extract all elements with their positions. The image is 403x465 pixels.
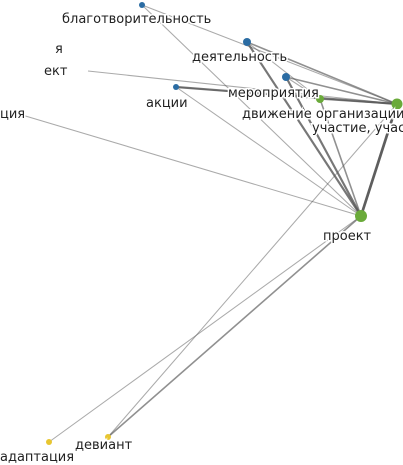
node-label-deyat: деятельность xyxy=(192,50,287,65)
edge-blago-proekt xyxy=(141,4,362,217)
edge-meropr-uchast xyxy=(285,76,398,105)
node-label-adapt: адаптация xyxy=(0,450,74,465)
edge-deyat-proekt xyxy=(246,41,362,217)
edge-meropr-proekt xyxy=(285,76,362,217)
edge-deyat-dvizh xyxy=(246,41,321,100)
node-label-clip2: ект xyxy=(44,64,68,79)
node-dvizh[interactable] xyxy=(316,95,324,103)
node-meropr[interactable] xyxy=(282,73,290,81)
node-deyat[interactable] xyxy=(243,38,251,46)
node-layer xyxy=(46,2,403,445)
node-label-blago: благотворительность xyxy=(62,12,211,27)
node-proekt[interactable] xyxy=(355,210,367,222)
node-uchast[interactable] xyxy=(391,98,403,110)
edge-clip3-proekt xyxy=(11,111,362,217)
edge-uchast-proekt xyxy=(359,103,399,217)
node-akcii[interactable] xyxy=(173,84,179,90)
node-blago[interactable] xyxy=(139,2,145,8)
node-label-deviant: девиант xyxy=(75,438,133,453)
edge-akcii-proekt xyxy=(175,86,362,217)
node-label-meropr: мероприятия xyxy=(228,86,319,101)
edge-proekt-adapt xyxy=(48,215,362,443)
edge-akcii-dvizh xyxy=(175,86,321,100)
edge-dvizh-uchast xyxy=(319,98,398,105)
node-label-dvizh: движение организации xyxy=(242,107,403,122)
node-label-clip3: ция xyxy=(0,107,25,122)
node-adapt[interactable] xyxy=(46,439,52,445)
edge-deyat-uchast xyxy=(246,41,398,105)
node-label-clip1: я xyxy=(55,42,63,57)
edge-blago-uchast xyxy=(141,4,398,105)
edge-uchast-deviant xyxy=(107,103,398,438)
edge-proekt-deviant xyxy=(107,215,362,438)
edge-clip2-uchast xyxy=(87,70,398,105)
label-layer: благотворительность деятельность мероприят… xyxy=(0,11,403,465)
node-deviant[interactable] xyxy=(105,434,111,440)
edge-layer xyxy=(11,4,399,443)
node-label-proekt: проект xyxy=(323,229,372,244)
node-label-uchast: участие, участ xyxy=(312,121,403,136)
node-label-akcii: акции xyxy=(146,96,188,111)
edge-dvizh-proekt xyxy=(319,98,362,217)
